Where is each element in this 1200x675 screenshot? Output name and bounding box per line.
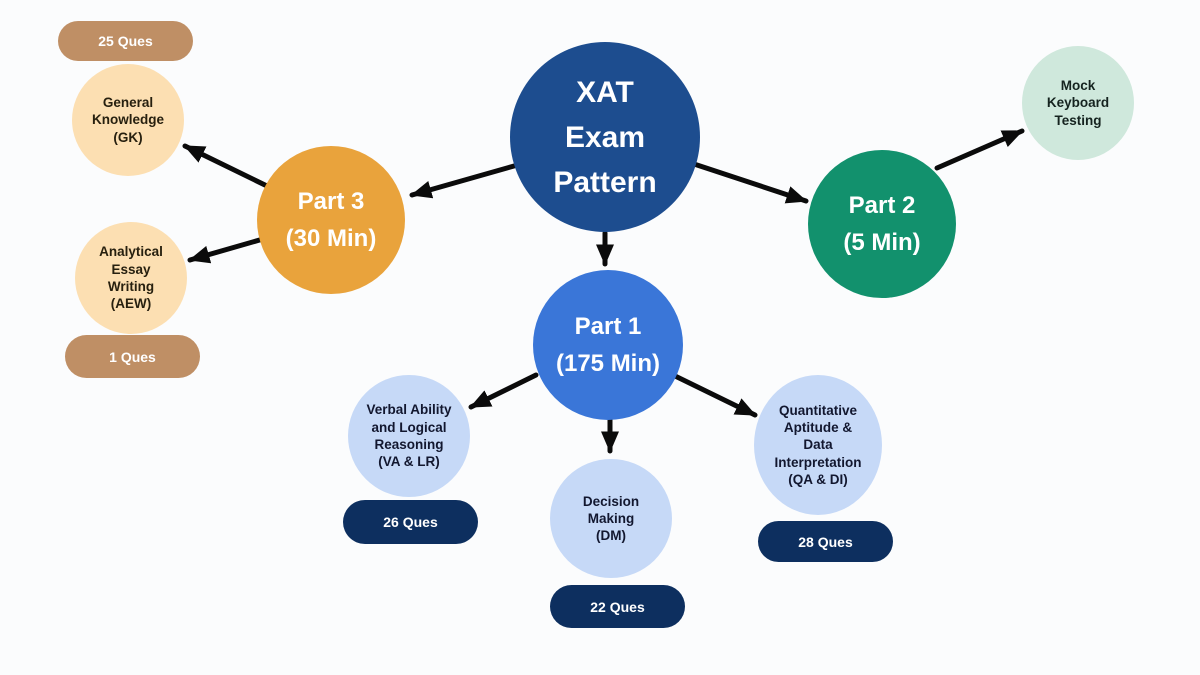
node-part-2-label: Part 2 (5 Min) [843, 191, 921, 256]
node-verbal-ability-logical-reasoning: Verbal Ability and Logical Reasoning (VA… [348, 375, 470, 497]
badge-dm-question-count: 22 Ques [550, 585, 685, 628]
node-quantitative-aptitude-data-interpretation: Quantitative Aptitude & Data Interpretat… [754, 375, 882, 515]
node-xat-exam-pattern-label: XAT Exam Pattern [553, 75, 657, 199]
node-general-knowledge: General Knowledge (GK) [72, 64, 184, 176]
node-part-1-label: Part 1 (175 Min) [555, 312, 660, 377]
arrow-part3-to-gk [182, 143, 270, 189]
arrow-part1-to-valr [468, 372, 539, 410]
node-general-knowledge-label: General Knowledge (GK) [91, 95, 164, 145]
badge-gk-question-count-label: 25 Ques [98, 33, 153, 49]
node-verbal-ability-logical-reasoning-label: Verbal Ability and Logical Reasoning (VA… [366, 402, 452, 470]
badge-aew-question-count-label: 1 Ques [109, 348, 156, 365]
node-part-3: Part 3 (30 Min) [257, 146, 405, 294]
badge-qadi-question-count-label: 28 Ques [798, 533, 853, 550]
node-decision-making-label: Decision Making (DM) [582, 493, 640, 544]
arrow-part1-to-qadi [668, 371, 758, 418]
arrow-part3-to-aew [187, 236, 266, 264]
badge-aew-question-count: 1 Ques [65, 335, 200, 378]
badge-qadi-question-count: 28 Ques [758, 521, 893, 562]
node-part-1: Part 1 (175 Min) [533, 270, 683, 420]
arrow-part2-to-mock [934, 128, 1025, 171]
badge-valr-question-count: 26 Ques [343, 500, 478, 544]
node-analytical-essay-writing: Analytical Essay Writing (AEW) [75, 222, 187, 334]
node-decision-making: Decision Making (DM) [550, 459, 672, 578]
node-part-3-label: Part 3 (30 Min) [285, 187, 377, 252]
node-xat-exam-pattern: XAT Exam Pattern [510, 42, 700, 232]
badge-gk-question-count: 25 Ques [58, 21, 193, 61]
node-mock-keyboard-testing: Mock Keyboard Testing [1022, 46, 1134, 160]
badge-valr-question-count-label: 26 Ques [383, 514, 438, 530]
node-part-2: Part 2 (5 Min) [808, 150, 956, 298]
arrow-center-to-part2 [691, 161, 809, 204]
badge-dm-question-count-label: 22 Ques [590, 598, 645, 615]
node-analytical-essay-writing-label: Analytical Essay Writing (AEW) [99, 244, 163, 312]
arrow-center-to-part3 [409, 163, 517, 199]
node-mock-keyboard-testing-label: Mock Keyboard Testing [1046, 78, 1110, 128]
node-quantitative-aptitude-data-interpretation-label: Quantitative Aptitude & Data Interpretat… [774, 402, 862, 487]
